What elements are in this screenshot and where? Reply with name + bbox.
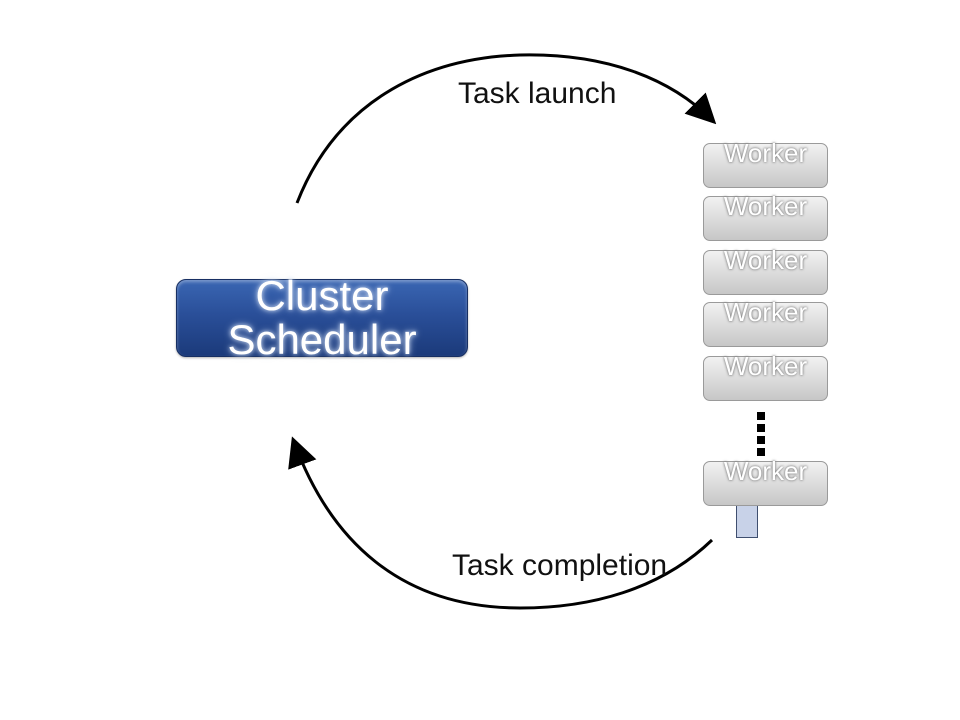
cluster-scheduler-label: Cluster Scheduler — [227, 272, 417, 363]
ellipsis-dots — [755, 412, 767, 458]
worker-label: Worker — [723, 138, 808, 168]
task-launch-arrow — [295, 53, 717, 204]
completed-task-chip — [736, 504, 758, 538]
dot — [757, 436, 765, 444]
worker-label: Worker — [723, 297, 808, 327]
task-completion-arrow — [288, 436, 714, 610]
worker-box-5: Worker — [703, 351, 828, 401]
worker-box-2: Worker — [703, 191, 828, 241]
task-completion-label: Task completion — [452, 549, 668, 582]
dot — [757, 448, 765, 456]
dot — [757, 424, 765, 432]
worker-box-4: Worker — [703, 297, 828, 347]
worker-label: Worker — [723, 191, 808, 221]
worker-box-1: Worker — [703, 138, 828, 188]
dot — [757, 412, 765, 420]
worker-label: Worker — [723, 351, 808, 381]
worker-box-6: Worker — [703, 456, 828, 506]
worker-label: Worker — [723, 456, 808, 486]
task-launch-label: Task launch — [458, 77, 617, 110]
cluster-scheduler-box: Cluster Scheduler — [176, 274, 468, 362]
worker-label: Worker — [723, 245, 808, 275]
worker-box-3: Worker — [703, 245, 828, 295]
